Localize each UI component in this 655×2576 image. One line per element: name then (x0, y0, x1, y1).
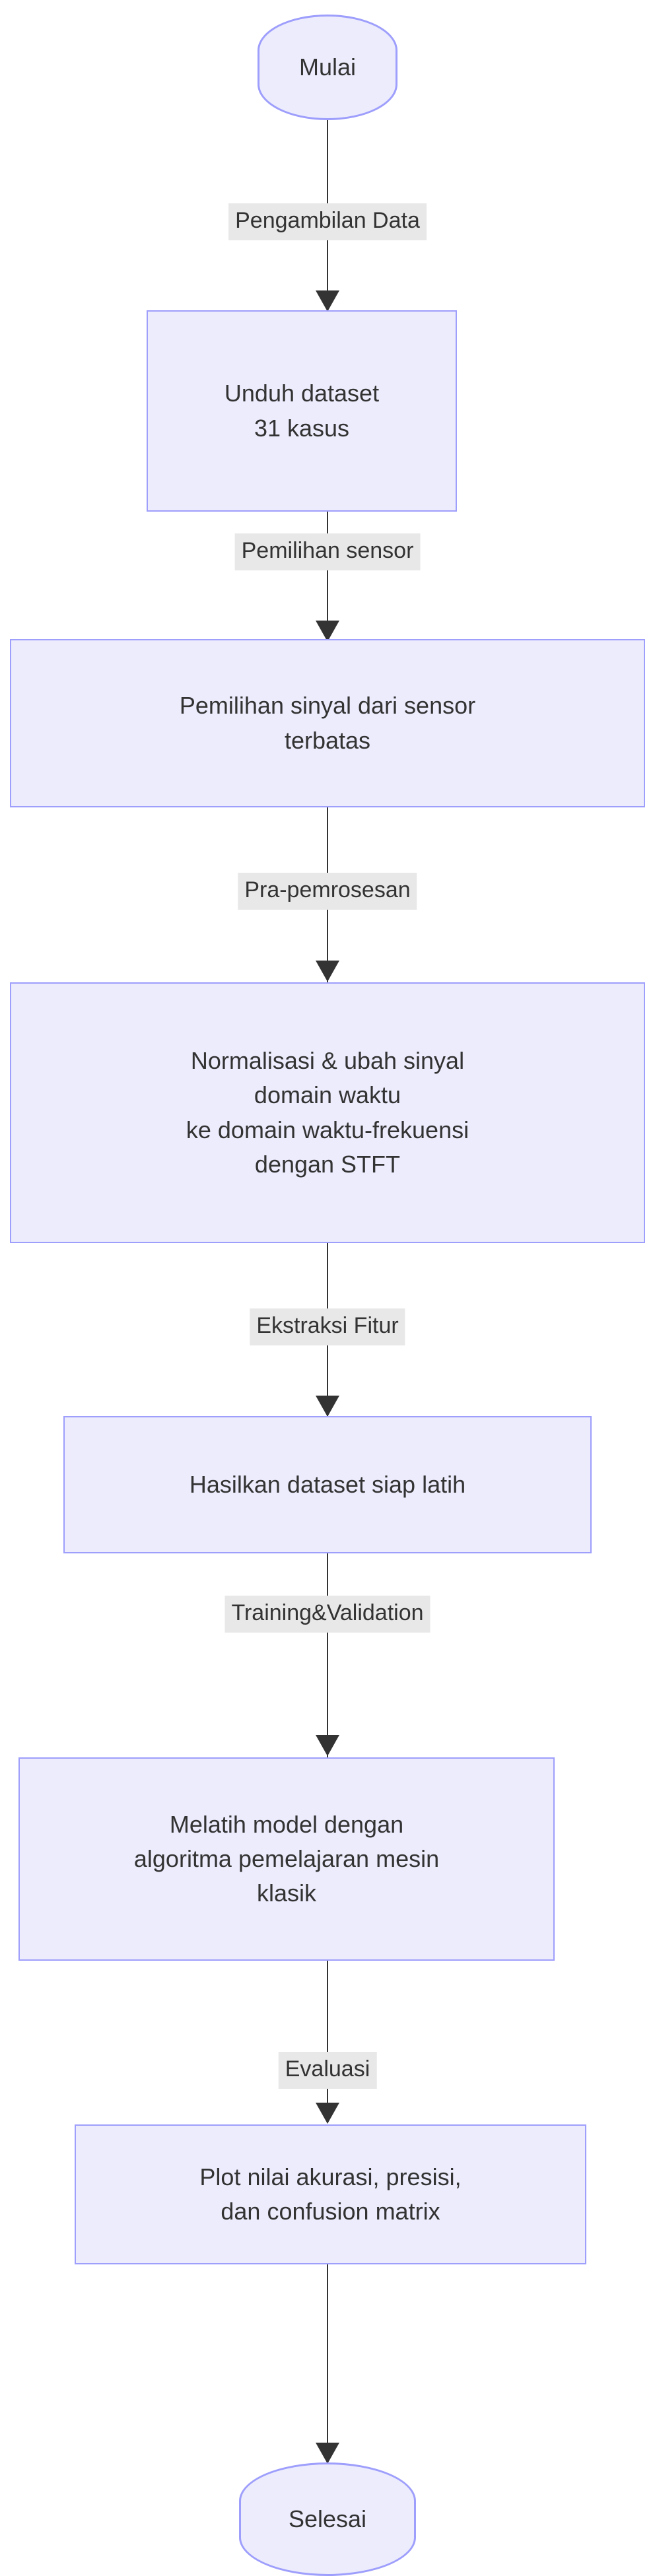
node-start-label: Mulai (298, 53, 357, 81)
node-train-model-label: Melatih model dengan algoritma pemelajar… (133, 1810, 440, 1907)
node-start[interactable]: Mulai (258, 15, 397, 120)
edge-train-plot-arrow (316, 2103, 339, 2124)
edge-dataset-train-line (327, 1553, 328, 1758)
node-download-dataset-label: Unduh dataset 31 kasus (224, 380, 380, 442)
edge-dataset-train-arrow (316, 1735, 339, 1756)
edge-label-ekstraksi-fitur: Ekstraksi Fitur (250, 1308, 405, 1345)
edge-label-pra-pemrosesan: Pra-pemrosesan (238, 873, 417, 910)
node-preprocess-stft-label: Normalisasi & ubah sinyal domain waktu k… (186, 1047, 469, 1178)
edge-label-training-validation: Training&Validation (224, 1596, 431, 1633)
edge-start-download-arrow (316, 290, 339, 312)
edge-train-plot-line (327, 1961, 328, 2122)
edge-label-pemilihan-sensor: Pemilihan sensor (234, 533, 421, 570)
node-select-signal-label: Pemilihan sinyal dari sensor terbatas (179, 692, 476, 754)
node-plot-metrics[interactable]: Plot nilai akurasi, presisi, dan confusi… (75, 2124, 586, 2264)
node-download-dataset[interactable]: Unduh dataset 31 kasus (147, 310, 457, 512)
edge-preprocess-dataset-arrow (316, 1396, 339, 1417)
edge-download-select-line (327, 512, 328, 644)
node-train-model[interactable]: Melatih model dengan algoritma pemelajar… (18, 1757, 555, 1961)
edge-label-pengambilan-data: Pengambilan Data (228, 203, 427, 240)
node-end[interactable]: Selesai (239, 2462, 416, 2576)
edge-download-select-arrow (316, 621, 339, 642)
node-preprocess-stft[interactable]: Normalisasi & ubah sinyal domain waktu k… (10, 982, 645, 1243)
edge-plot-end-line (327, 2264, 328, 2469)
edge-label-evaluasi: Evaluasi (278, 2052, 377, 2089)
edge-select-preprocess-arrow (316, 961, 339, 982)
node-ready-dataset[interactable]: Hasilkan dataset siap latih (63, 1416, 592, 1553)
node-plot-metrics-label: Plot nilai akurasi, presisi, dan confusi… (199, 2163, 462, 2225)
edge-plot-end-arrow (316, 2443, 339, 2464)
node-select-signal[interactable]: Pemilihan sinyal dari sensor terbatas (10, 639, 645, 807)
node-end-label: Selesai (288, 2505, 367, 2532)
node-ready-dataset-label: Hasilkan dataset siap latih (189, 1470, 466, 1498)
